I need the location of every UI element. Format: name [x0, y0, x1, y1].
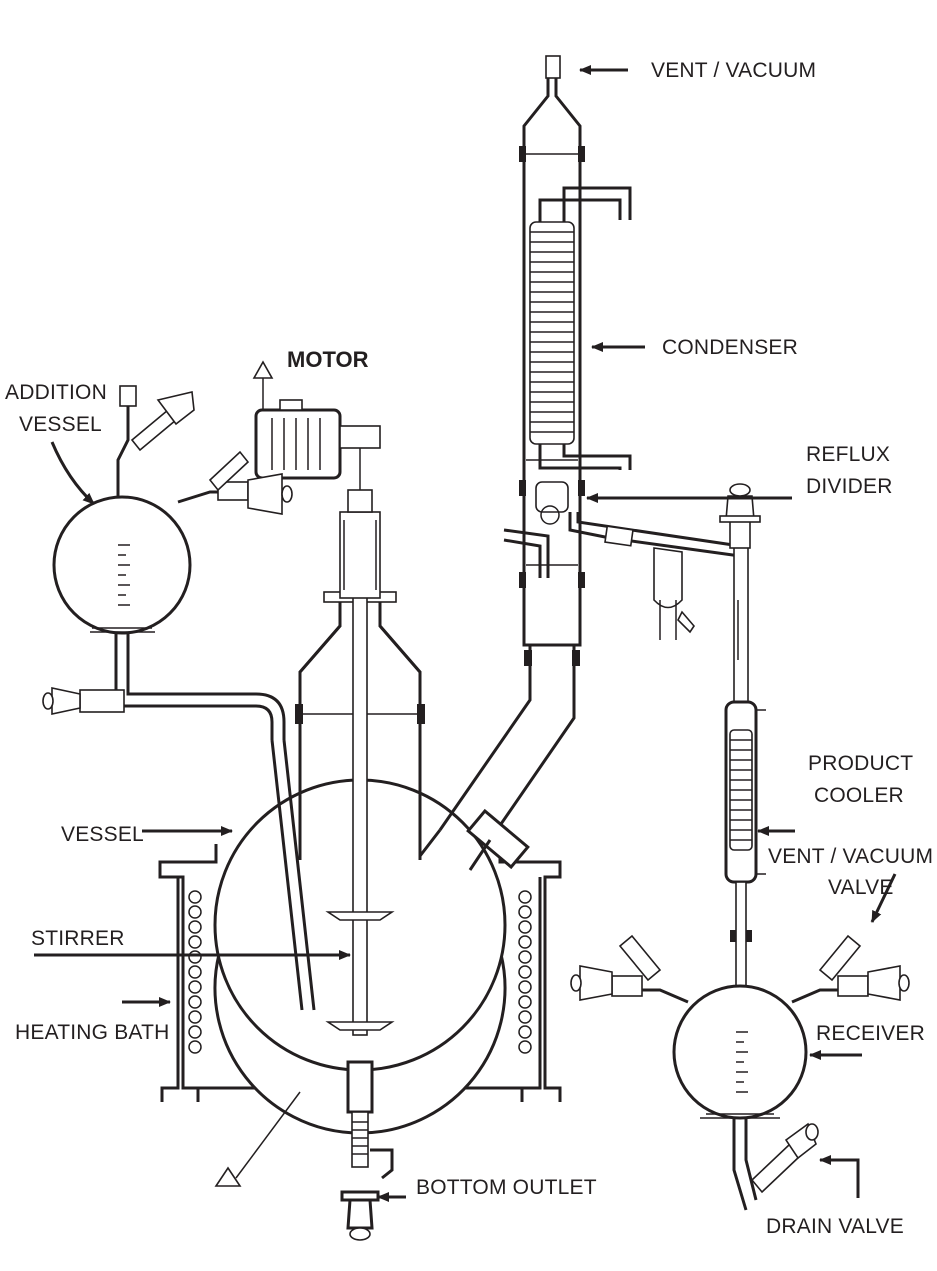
labels: VENT / VACUUM CONDENSER REFLUX DIVIDER M…: [5, 59, 933, 1238]
label-addition-vessel-1: ADDITION: [5, 381, 107, 404]
stirrer: [325, 489, 395, 1036]
reflux-valve: [719, 483, 761, 549]
heating-coils-right: [518, 890, 532, 1054]
pump-symbol: [214, 1091, 301, 1187]
label-reflux-divider-2: DIVIDER: [806, 475, 893, 498]
label-reflux-divider-1: REFLUX: [806, 443, 890, 466]
label-vent-vacuum-top: VENT / VACUUM: [651, 59, 816, 82]
label-product-cooler-1: PRODUCT: [808, 752, 913, 775]
addition-vessel: [42, 385, 316, 1011]
condenser-column: [418, 55, 741, 871]
label-bottom-outlet: BOTTOM OUTLET: [416, 1176, 597, 1199]
motor: [252, 360, 381, 490]
leader-arrows: [34, 65, 897, 1202]
label-vent-vacuum-valve-2: VALVE: [828, 876, 894, 899]
label-stirrer: STIRRER: [31, 927, 125, 950]
label-product-cooler-2: COOLER: [814, 784, 904, 807]
label-motor: MOTOR: [287, 347, 369, 372]
heating-coils-left: [188, 890, 202, 1054]
label-vessel: VESSEL: [61, 823, 144, 846]
label-condenser: CONDENSER: [662, 336, 798, 359]
label-drain-valve: DRAIN VALVE: [766, 1215, 904, 1238]
receiver: [570, 934, 910, 1211]
label-vent-vacuum-valve-1: VENT / VACUUM: [768, 845, 933, 868]
product-cooler: [653, 539, 766, 991]
label-receiver: RECEIVER: [816, 1022, 925, 1045]
label-heating-bath: HEATING BATH: [15, 1021, 169, 1044]
condenser-coil: [529, 186, 598, 470]
label-addition-vessel-2: VESSEL: [19, 413, 102, 436]
